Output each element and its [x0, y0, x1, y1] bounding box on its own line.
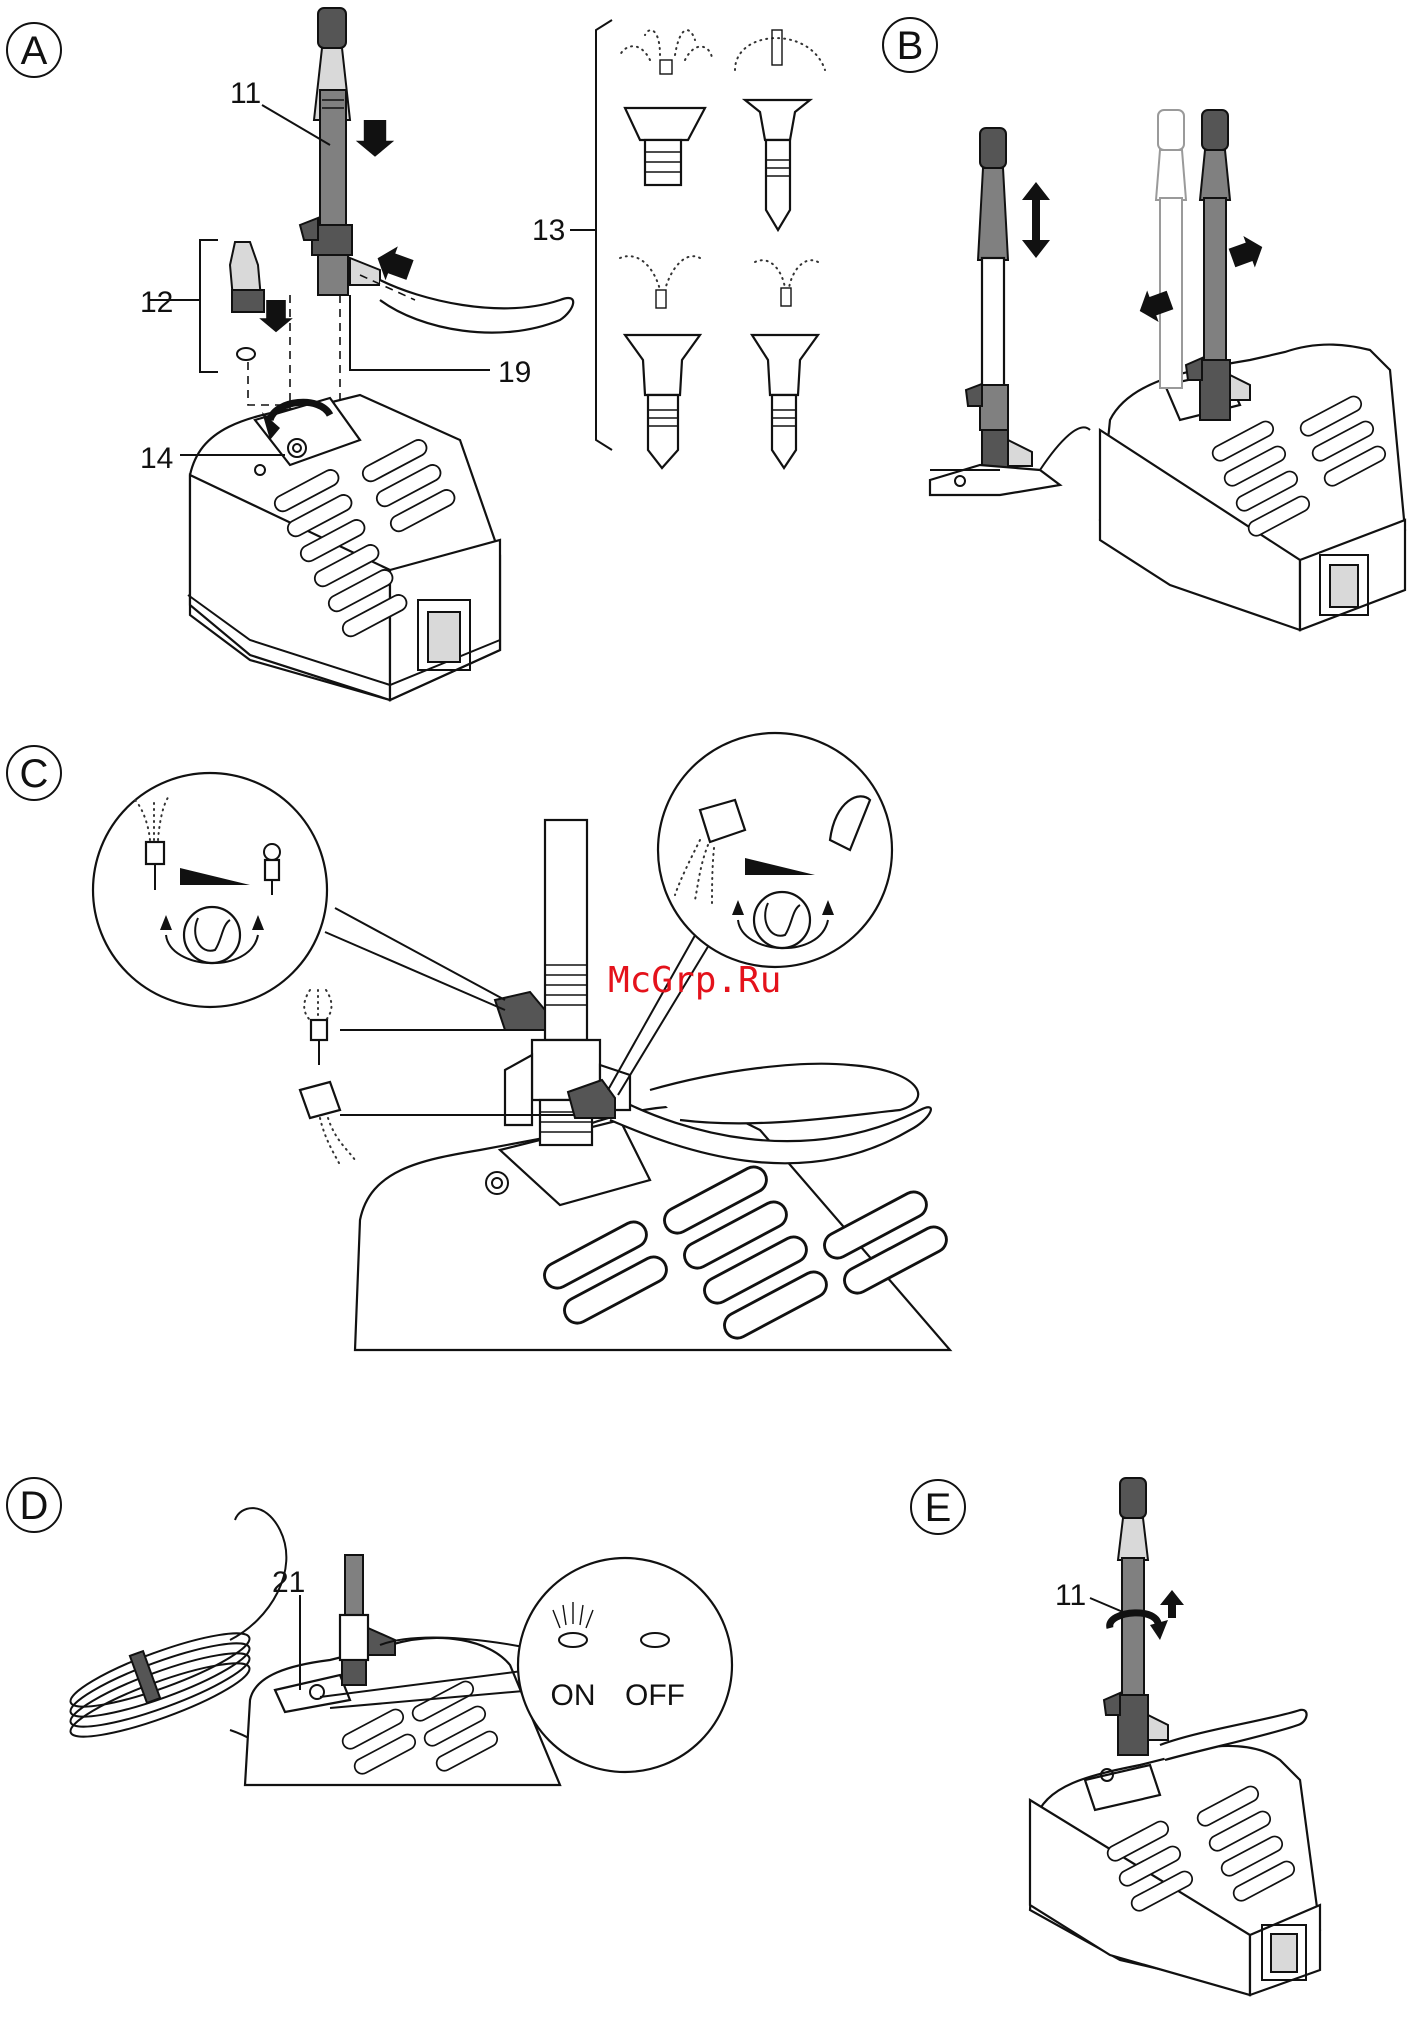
- panel-a: A: [7, 8, 825, 700]
- nozzle-4: [752, 260, 818, 468]
- label-21: 21: [272, 1566, 305, 1599]
- nozzle-set-13: 13: [532, 20, 825, 468]
- icon-hose-small: [300, 1082, 355, 1165]
- pump-body-a: [188, 395, 500, 700]
- label-19: 19: [498, 356, 531, 389]
- nozzle-1: [620, 30, 712, 185]
- switch-on-label: ON: [551, 1679, 596, 1712]
- panel-e: E: [911, 1478, 1320, 1995]
- panel-b-badge: B: [883, 18, 937, 72]
- switch-off-label: OFF: [625, 1679, 685, 1712]
- panel-c-badge: C: [7, 746, 61, 800]
- pump-body-b: [1100, 345, 1405, 630]
- switch-magnifier: ON OFF: [518, 1558, 732, 1772]
- panel-c-letter: C: [20, 752, 49, 796]
- panel-a-badge: A: [7, 23, 61, 77]
- panel-b-letter: B: [897, 24, 924, 68]
- panel-d-letter: D: [20, 1484, 49, 1528]
- magnifier-flow-spray: [93, 773, 327, 1007]
- panel-c: C: [7, 733, 951, 1350]
- label-11-e: 11: [1055, 1579, 1086, 1612]
- panel-b: B: [883, 18, 1405, 630]
- label-13: 13: [532, 214, 565, 247]
- ghost-tube-b: [1156, 110, 1186, 388]
- label-12: 12: [140, 286, 173, 319]
- panel-e-badge: E: [911, 1480, 965, 1534]
- nozzle-3: [620, 256, 700, 468]
- icon-spray-small: [304, 990, 331, 1065]
- magnifier-flow-hose: [658, 733, 892, 967]
- panel-d: D: [7, 1478, 732, 1785]
- watermark: McGrp.Ru: [608, 960, 781, 1001]
- nozzle-2: [735, 30, 825, 230]
- extended-tube-b: [930, 128, 1090, 495]
- label-11-a: 11: [230, 77, 261, 110]
- panel-a-letter: A: [21, 29, 48, 73]
- label-14: 14: [140, 442, 173, 475]
- panel-d-badge: D: [7, 1478, 61, 1532]
- pump-body-e: [1030, 1710, 1320, 1995]
- panel-e-letter: E: [925, 1486, 952, 1530]
- fountain-tube-a: [300, 8, 380, 295]
